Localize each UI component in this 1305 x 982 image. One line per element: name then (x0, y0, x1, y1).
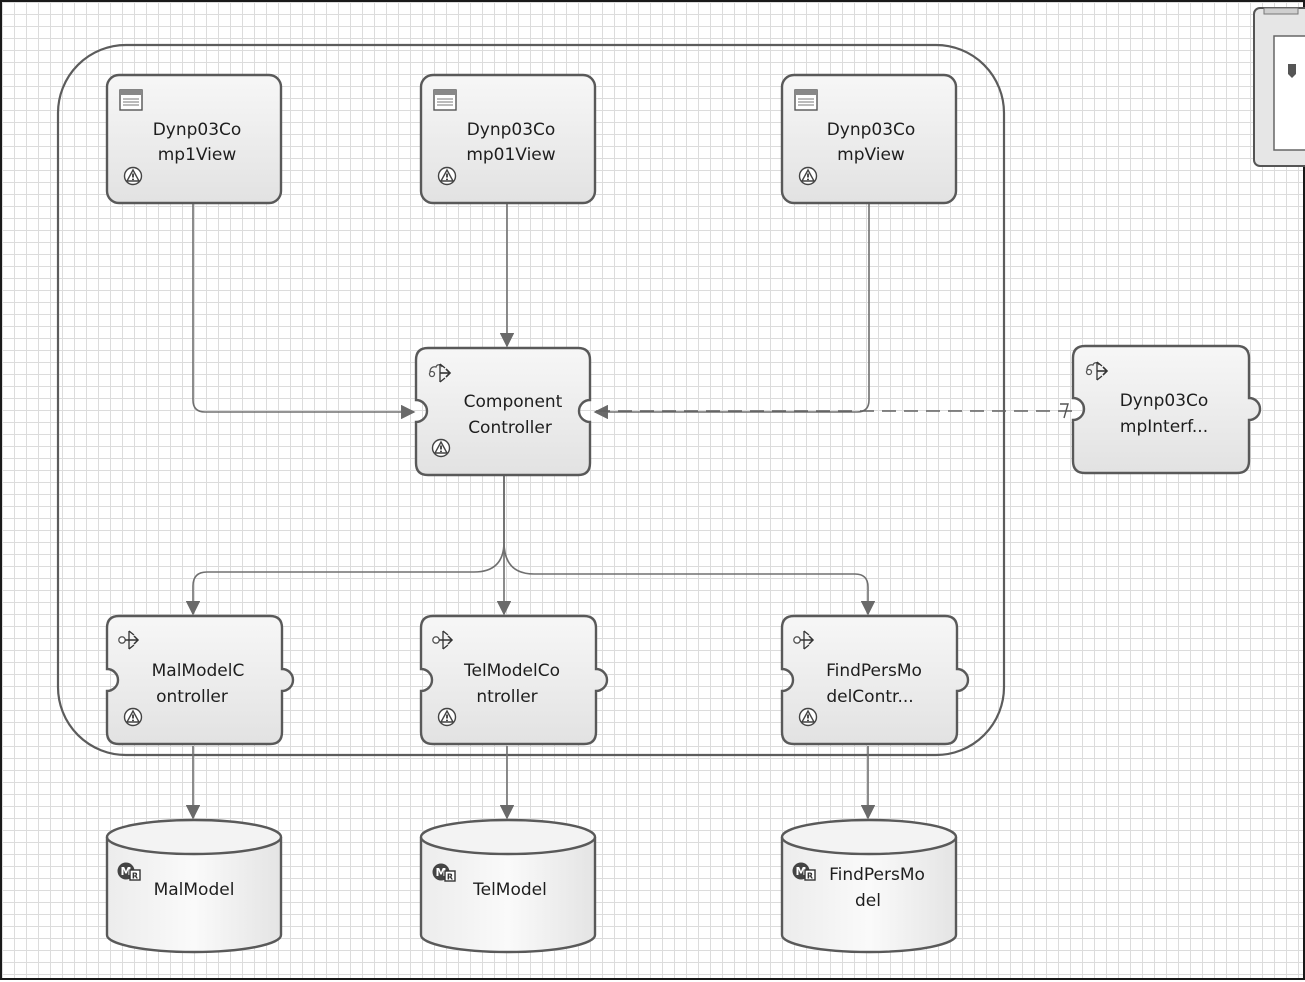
warning-icon (437, 166, 457, 186)
node-label-line2: ntroller (476, 687, 537, 707)
node-label-line1: MalModel (154, 880, 235, 900)
node-view-dynp03compview[interactable]: Dynp03Co mpView (780, 73, 958, 205)
node-view-dynp03comp01view[interactable]: Dynp03Co mp01View (419, 73, 597, 205)
warning-icon (798, 707, 818, 727)
component-boundary (56, 43, 1006, 757)
node-label-line1: Component (464, 392, 563, 412)
node-label-line1: MalModelC (152, 661, 245, 681)
outline-marker-icon (1288, 64, 1296, 78)
edges (185, 204, 1072, 820)
node-label-line2: Controller (468, 418, 552, 438)
node-label-line2: del (855, 891, 881, 911)
warning-icon (123, 707, 143, 727)
interface-connection-marker (1060, 403, 1069, 419)
warning-icon (123, 166, 143, 186)
node-findpersmodelcontroller[interactable]: FindPersMo delContr... (780, 614, 970, 746)
edge-controller-to-findpers (503, 476, 876, 616)
warning-icon (437, 707, 457, 727)
node-label-line2: mp1View (158, 145, 237, 165)
node-telmodel[interactable]: TelModel (419, 818, 597, 954)
node-component-controller[interactable]: Component Controller (414, 346, 592, 477)
node-label-line2: mp01View (466, 145, 555, 165)
node-label-line1: Dynp03Co (827, 120, 916, 140)
view-window-icon (119, 89, 143, 111)
edge-view3-to-controller (593, 204, 870, 420)
node-label-line1: Dynp03Co (153, 120, 242, 140)
node-view-dynp03comp1view[interactable]: Dynp03Co mp1View (105, 73, 283, 205)
node-label-line1: Dynp03Co (1120, 391, 1209, 411)
edge-controller-to-mal (185, 476, 505, 616)
node-label-line2: mpView (837, 145, 905, 165)
node-label-line1: FindPersMo (826, 661, 922, 681)
node-telmodelcontroller[interactable]: TelModelCo ntroller (419, 614, 609, 746)
node-label-line2: ontroller (156, 687, 228, 707)
view-window-icon (794, 89, 818, 111)
node-interface-dynp03compinterface[interactable]: Dynp03Co mpInterf... (1071, 344, 1262, 475)
node-label-line1: FindPersMo (829, 865, 925, 885)
node-malmodel[interactable]: MalModel (105, 818, 283, 954)
outline-overview-panel[interactable] (1253, 7, 1305, 167)
warning-icon (798, 166, 818, 186)
node-label-line1: TelModel (472, 880, 547, 900)
node-label-line2: mpInterf... (1120, 417, 1208, 437)
view-window-icon (433, 89, 457, 111)
edge-view1-to-controller (192, 204, 416, 420)
node-malmodelcontroller[interactable]: MalModelC ontroller (105, 614, 295, 746)
node-label-line1: Dynp03Co (467, 120, 556, 140)
node-label-line1: TelModelCo (463, 661, 560, 681)
node-label-line2: delContr... (826, 687, 913, 707)
node-findpersmodel[interactable]: FindPersMo del (780, 818, 958, 954)
warning-icon (431, 438, 451, 458)
